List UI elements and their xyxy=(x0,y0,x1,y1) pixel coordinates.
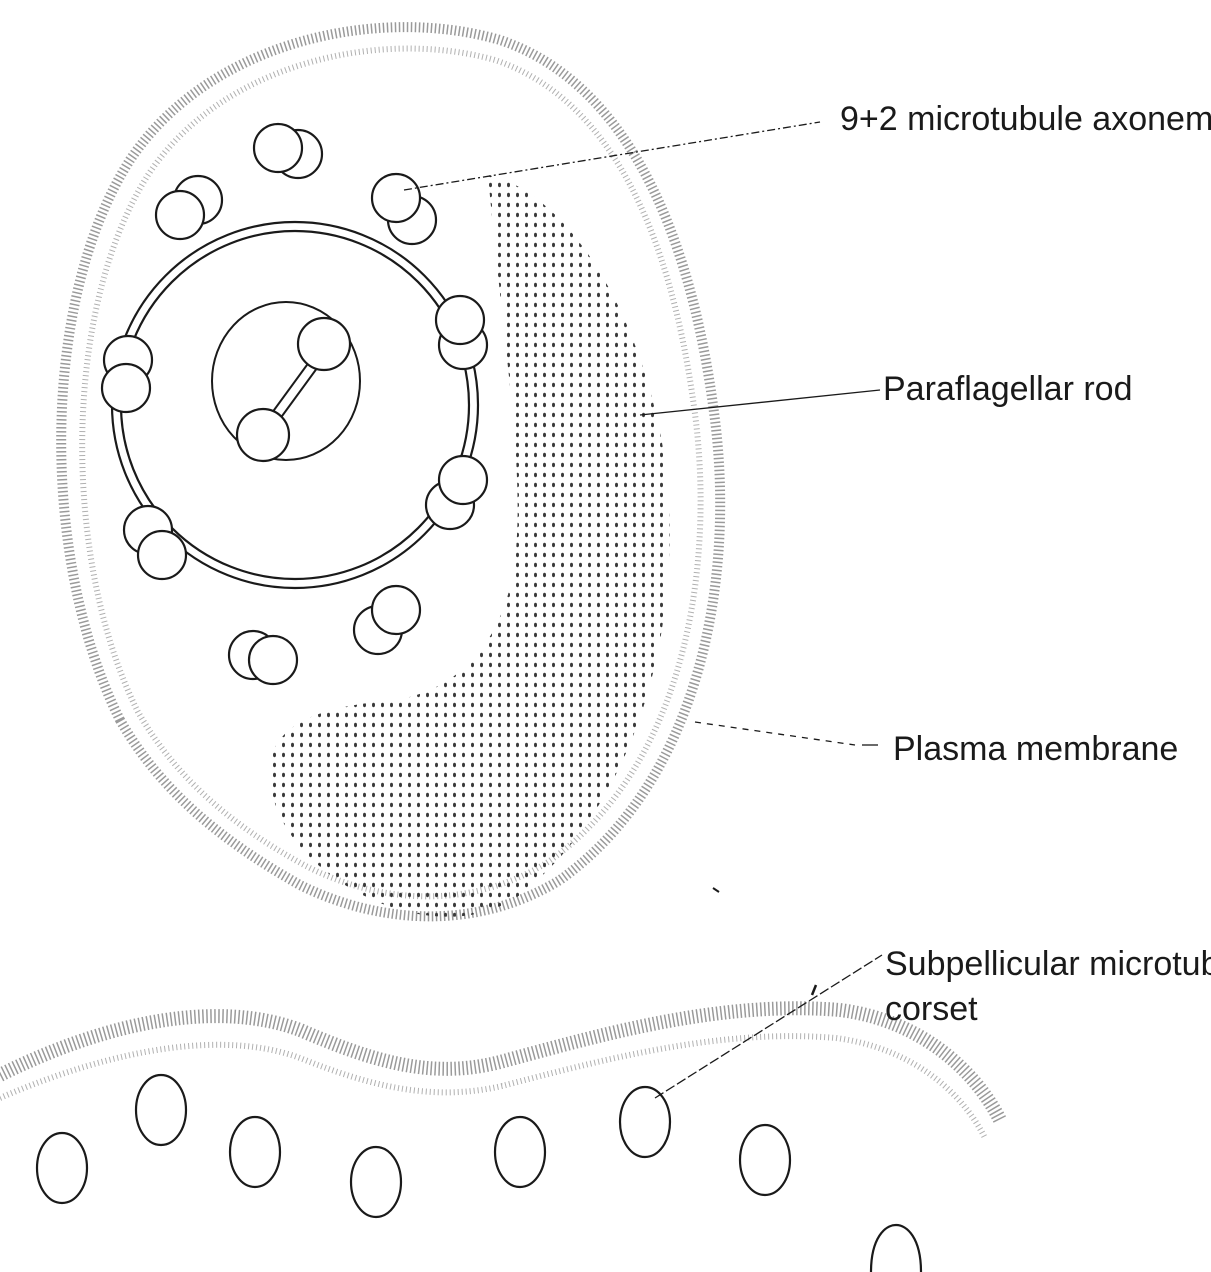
stray-mark xyxy=(812,985,816,995)
leader-rod xyxy=(640,390,880,415)
doublet xyxy=(229,631,297,684)
doublet xyxy=(426,456,487,529)
leader-axoneme xyxy=(404,122,820,190)
doublet xyxy=(354,586,420,654)
central-microtubule xyxy=(298,318,350,370)
label-corset-line2: corset xyxy=(885,990,978,1028)
doublet xyxy=(372,174,436,244)
paraflagellar-rod xyxy=(270,175,670,917)
microtubule xyxy=(136,1075,186,1145)
microtubule xyxy=(351,1147,401,1217)
label-corset-line1: Subpellicular microtubule xyxy=(885,945,1211,983)
subpellicular-microtubules xyxy=(37,1075,921,1272)
doublet xyxy=(436,296,487,369)
label-axoneme: 9+2 microtubule axoneme xyxy=(840,100,1211,138)
label-plasma-membrane: Plasma membrane xyxy=(893,730,1178,768)
microtubule xyxy=(740,1125,790,1195)
microtubule xyxy=(495,1117,545,1187)
doublet xyxy=(102,336,152,412)
microtubule xyxy=(37,1133,87,1203)
microtubule xyxy=(620,1087,670,1157)
label-paraflagellar-rod: Paraflagellar rod xyxy=(883,370,1132,408)
stray-mark xyxy=(713,888,719,892)
leader-corset xyxy=(655,955,882,1098)
axoneme xyxy=(102,124,487,684)
microtubule-partial xyxy=(871,1225,921,1272)
outer-doublets xyxy=(102,124,487,684)
doublet xyxy=(156,176,222,239)
central-pair xyxy=(237,318,350,461)
leader-membrane xyxy=(695,722,855,745)
central-microtubule xyxy=(237,409,289,461)
doublet xyxy=(254,124,322,178)
doublet xyxy=(124,506,186,579)
microtubule xyxy=(230,1117,280,1187)
